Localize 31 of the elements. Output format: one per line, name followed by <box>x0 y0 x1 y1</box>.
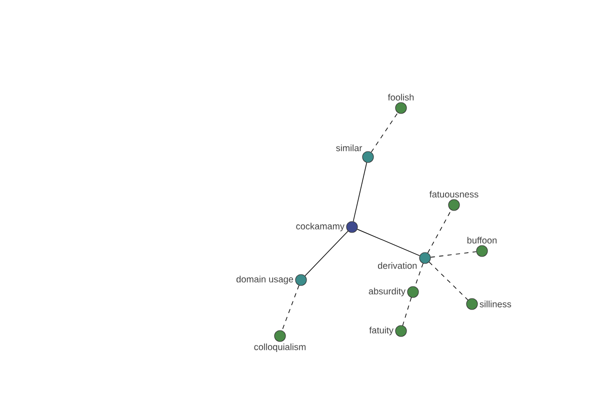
connector-line <box>430 251 477 258</box>
node-label: similar <box>336 144 362 152</box>
graph-node: absurdity <box>368 286 419 298</box>
connector-line <box>282 285 300 331</box>
graph-node: fatuousness <box>430 190 478 211</box>
connector-line <box>428 262 468 300</box>
graph-node: silliness <box>466 298 512 310</box>
connector-line <box>402 297 412 326</box>
node-label: domain usage <box>236 276 294 284</box>
graph-node: cockamamy <box>296 221 358 233</box>
graph-node: colloquialism <box>254 330 306 352</box>
graph-node: domain usage <box>236 274 307 286</box>
node-label: absurdity <box>368 288 406 296</box>
graph-node: similar <box>336 144 374 163</box>
node-label: buffoon <box>467 236 497 244</box>
connector-line <box>356 228 420 256</box>
connector-line <box>352 162 368 222</box>
node-label: fatuousness <box>429 190 478 198</box>
graph-node: foolish <box>388 94 414 114</box>
graph-node: fatuity <box>369 325 407 337</box>
node-label: derivation <box>378 262 417 269</box>
connector-line <box>370 112 398 153</box>
graph-node: derivation <box>378 252 431 269</box>
connector-line <box>427 210 452 254</box>
connector-line <box>304 230 348 276</box>
node-label: colloquialism <box>254 343 306 352</box>
node-label: foolish <box>388 94 414 101</box>
node-label: silliness <box>480 300 512 308</box>
graph-node: buffoon <box>467 236 497 257</box>
node-label: fatuity <box>369 326 394 336</box>
node-label: cockamamy <box>296 222 344 232</box>
